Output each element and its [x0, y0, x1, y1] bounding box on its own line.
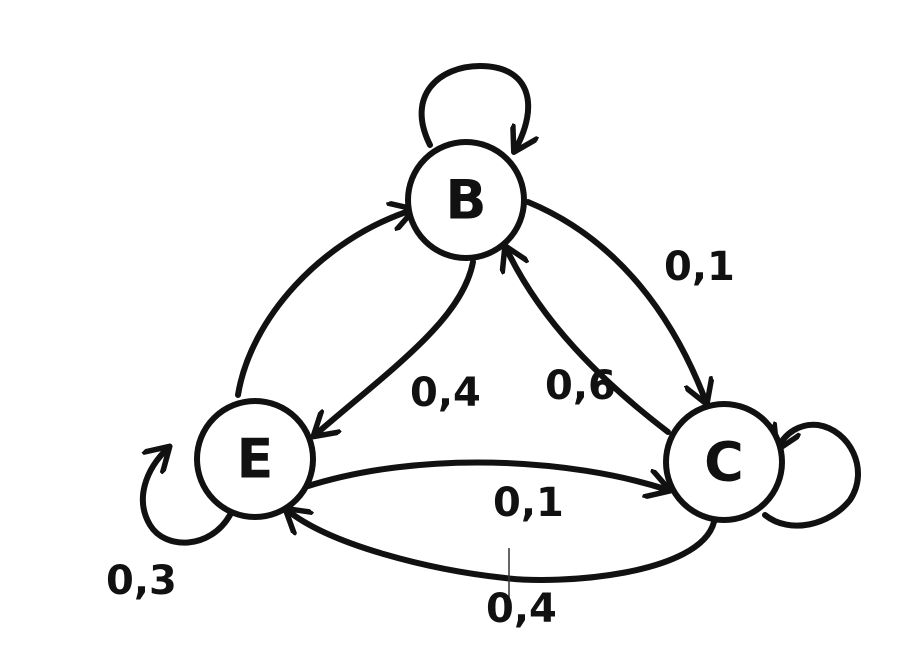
node-e-label: E: [237, 428, 274, 491]
edge-e-to-e: [139, 448, 233, 546]
node-e: E: [194, 398, 316, 520]
edge-e-to-b: [235, 210, 412, 398]
edge-label-c-to-b: 0,6: [545, 363, 616, 409]
edge-e-to-c: [302, 459, 668, 490]
edge-b-to-b: [418, 63, 529, 150]
edge-c-to-c: [762, 425, 861, 529]
node-c: C: [663, 401, 785, 523]
edge-b-to-e: [315, 259, 476, 435]
edge-label-e-to-c: 0,1: [493, 480, 564, 526]
edge-label-e-to-e: 0,3: [106, 558, 177, 604]
node-b-label: B: [445, 169, 486, 232]
edge-b-to-c: [525, 199, 706, 402]
edge-label-b-to-e: 0,4: [410, 370, 481, 416]
node-b: B: [405, 139, 527, 261]
node-c-label: C: [704, 431, 744, 494]
edge-c-to-b: [506, 248, 671, 435]
edge-label-c-to-e: 0,4: [486, 586, 557, 632]
edge-c-to-e: [287, 510, 717, 583]
edge-label-b-to-c: 0,1: [664, 244, 735, 290]
